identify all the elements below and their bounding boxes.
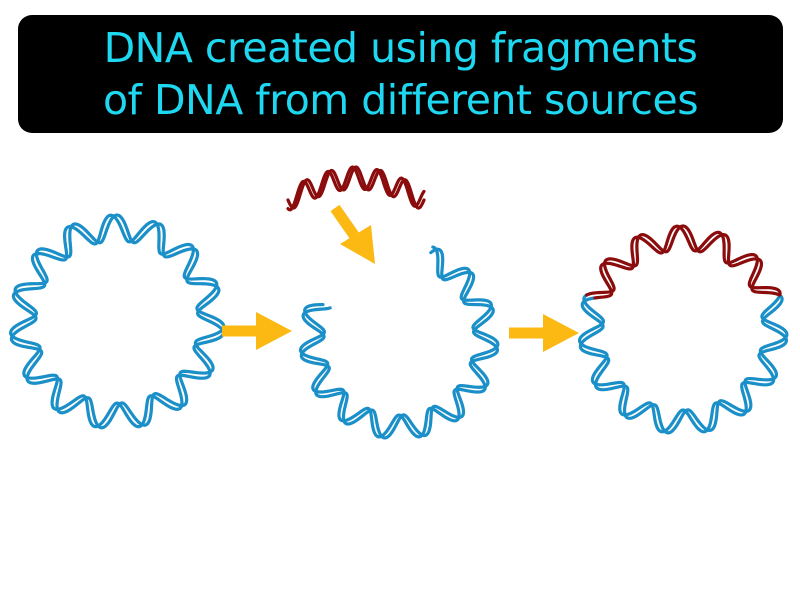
caption-line-2: of DNA from different sources	[102, 76, 699, 124]
host-dna-recombinant-strand-1	[577, 293, 789, 434]
foreign-dna-strand-1	[286, 165, 426, 210]
host-dna-cut-strand-2	[299, 245, 500, 440]
foreign-dna-fragment	[286, 165, 426, 212]
caption-banner: DNA created using fragments of DNA from …	[18, 15, 783, 133]
step-arrow-2	[509, 314, 579, 352]
cut-plasmid	[298, 245, 500, 440]
host-dna-strand-1	[8, 213, 226, 429]
host-dna-recombinant-strand-2	[578, 293, 789, 435]
host-dna-cut-strand-1	[298, 247, 500, 439]
step-arrow-1	[222, 312, 292, 350]
foreign-dna-strand-2	[286, 165, 426, 212]
original-plasmid	[8, 213, 226, 430]
foreign-dna-inserted-strand-2	[593, 224, 782, 300]
host-dna-strand-2	[9, 213, 226, 430]
insert-arrow-icon	[330, 204, 375, 264]
recombinant-plasmid	[577, 224, 789, 435]
caption-line-1: DNA created using fragments	[103, 24, 698, 72]
